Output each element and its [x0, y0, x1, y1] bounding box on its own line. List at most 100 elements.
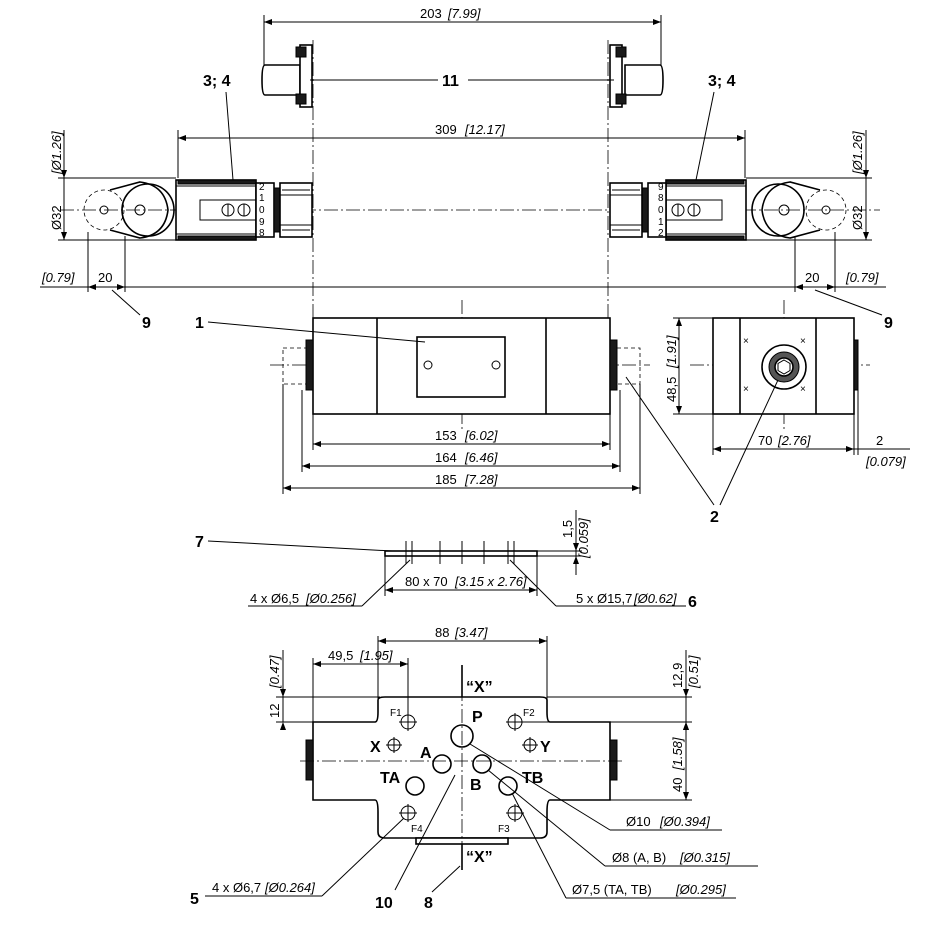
dim-20-right-inch: [0.79] [845, 270, 879, 285]
svg-text:9: 9 [259, 217, 265, 228]
callout-3-4-right: 3; 4 [708, 73, 736, 90]
svg-text:Ø8 (A, B): Ø8 (A, B) [612, 850, 666, 865]
svg-text:88: 88 [435, 625, 449, 640]
svg-text:164: 164 [435, 450, 457, 465]
svg-text:“X”: “X” [466, 679, 493, 696]
svg-text:[6.46]: [6.46] [464, 450, 498, 465]
callout-11-label: 11 [442, 73, 459, 90]
svg-text:2: 2 [876, 433, 883, 448]
svg-text:×: × [800, 336, 806, 347]
dimension-40: 40 [1.58] [610, 722, 692, 801]
dim-20-right-value: 20 [805, 270, 819, 285]
svg-text:[Ø0.256]: [Ø0.256] [305, 591, 356, 606]
svg-text:[Ø0.264]: [Ø0.264] [264, 880, 315, 895]
dim-309-inch: [12.17] [464, 122, 505, 137]
svg-text:×: × [743, 336, 749, 347]
svg-text:4 x Ø6,5: 4 x Ø6,5 [250, 591, 299, 606]
callout-2: 2 [710, 509, 719, 526]
callout-1: 1 [195, 315, 204, 332]
dim-203-value: 203 [420, 6, 442, 21]
svg-text:[Ø0.62]: [Ø0.62] [633, 591, 677, 606]
svg-text:F4: F4 [411, 824, 423, 835]
callout-3-4-left: 3; 4 [203, 73, 231, 90]
svg-text:[3.15 x 2.76]: [3.15 x 2.76] [454, 574, 527, 589]
svg-text:[2.76]: [2.76] [777, 433, 811, 448]
leader-2b [719, 379, 779, 506]
callout-10: 10 [375, 895, 393, 912]
dimension-dia32-left: Ø32 [Ø1.26] [49, 130, 176, 241]
dimension-80x70: 80 x 70 [3.15 x 2.76] [384, 556, 538, 596]
leader-3-4-right [695, 91, 715, 181]
dimension-4x6-5: 4 x Ø6,5 [Ø0.256] [248, 559, 411, 607]
plug-assembly-right [609, 44, 664, 108]
dim-203-inch: [7.99] [447, 6, 481, 21]
leader-7 [207, 540, 393, 552]
dimension-4x6-7: 4 x Ø6,7 [Ø0.264] 5 [190, 817, 405, 908]
callout-9-left: 9 [142, 315, 151, 332]
port-holes [386, 713, 538, 822]
svg-text:[6.02]: [6.02] [464, 428, 498, 443]
svg-text:F1: F1 [390, 708, 402, 719]
dim-dia32-left-value: Ø32 [49, 205, 64, 230]
svg-text:[0.059]: [0.059] [576, 518, 591, 559]
svg-text:9: 9 [658, 182, 664, 193]
svg-text:1,5: 1,5 [560, 520, 575, 538]
dimension-dia7-5: Ø7,5 (TA, TB) [Ø0.295] [511, 792, 736, 899]
svg-text:80 x 70: 80 x 70 [405, 574, 448, 589]
svg-text:P: P [472, 709, 483, 726]
svg-text:0: 0 [658, 205, 664, 216]
leader-10 [394, 774, 456, 891]
svg-text:[0.079]: [0.079] [865, 454, 906, 469]
dimension-dia32-right: Ø32 [Ø1.26] [746, 130, 872, 241]
dim-dia32-left-inch: [Ø1.26] [49, 131, 64, 175]
svg-text:40: 40 [670, 778, 685, 792]
dimension-203: 203 [7.99] [263, 6, 662, 65]
svg-text:[1.58]: [1.58] [670, 737, 685, 771]
svg-text:12: 12 [267, 704, 282, 718]
dimension-48-5: 48,5 [1.91] [664, 317, 713, 415]
svg-text:×: × [743, 384, 749, 395]
svg-text:2: 2 [259, 182, 265, 193]
svg-text:2: 2 [658, 228, 664, 239]
svg-text:[7.28]: [7.28] [464, 472, 498, 487]
callout-5: 5 [190, 891, 199, 908]
svg-text:8: 8 [259, 228, 265, 239]
callout-7: 7 [195, 534, 204, 551]
callout-8: 8 [424, 895, 433, 912]
svg-text:[3.47]: [3.47] [454, 625, 488, 640]
port-labels: P A B X Y TA TB F1 F2 F3 F4 “X” “X” [370, 679, 551, 866]
svg-text:70: 70 [758, 433, 772, 448]
port-face-view [300, 665, 625, 870]
dimension-5x15-7: 5 x Ø15,7 [Ø0.62] 6 [509, 559, 697, 611]
valve-body-side-view [282, 317, 641, 415]
dial-scale-right: 9 8 0 1 2 [658, 182, 664, 239]
svg-text:[0.51]: [0.51] [686, 655, 701, 689]
dimension-2: 2 [0.079] [854, 390, 910, 469]
dim-dia32-right-inch: [Ø1.26] [850, 131, 865, 175]
svg-text:B: B [470, 777, 482, 794]
leader-1 [207, 321, 426, 343]
dim-20-left-inch: [0.79] [41, 270, 75, 285]
svg-text:A: A [420, 745, 432, 762]
dim-dia32-right-value: Ø32 [850, 205, 865, 230]
callout-6: 6 [688, 594, 697, 611]
actuator-left [83, 179, 313, 241]
dimension-185: 185 [7.28] [282, 384, 641, 494]
dimension-dia10: Ø10 [Ø0.394] [469, 743, 722, 831]
dial-scale-left: 2 1 0 9 8 [259, 182, 265, 239]
valve-body-end-view: × × × × [712, 317, 859, 415]
svg-text:185: 185 [435, 472, 457, 487]
dimension-1-5: 1,5 [0.059] [537, 510, 591, 575]
svg-text:48,5: 48,5 [664, 377, 679, 402]
callout-11: 11 [310, 73, 614, 90]
svg-text:1: 1 [658, 217, 664, 228]
svg-text:12,9: 12,9 [670, 663, 685, 688]
svg-text:X: X [370, 739, 381, 756]
dimension-20-right: 20 [0.79] 9 [794, 232, 893, 332]
dimension-164: 164 [6.46] [301, 390, 621, 472]
dimension-12: 12 [0.47] [267, 650, 380, 730]
svg-text:5 x Ø15,7: 5 x Ø15,7 [576, 591, 632, 606]
callout-9-right: 9 [884, 315, 893, 332]
leader-2a [625, 376, 715, 506]
